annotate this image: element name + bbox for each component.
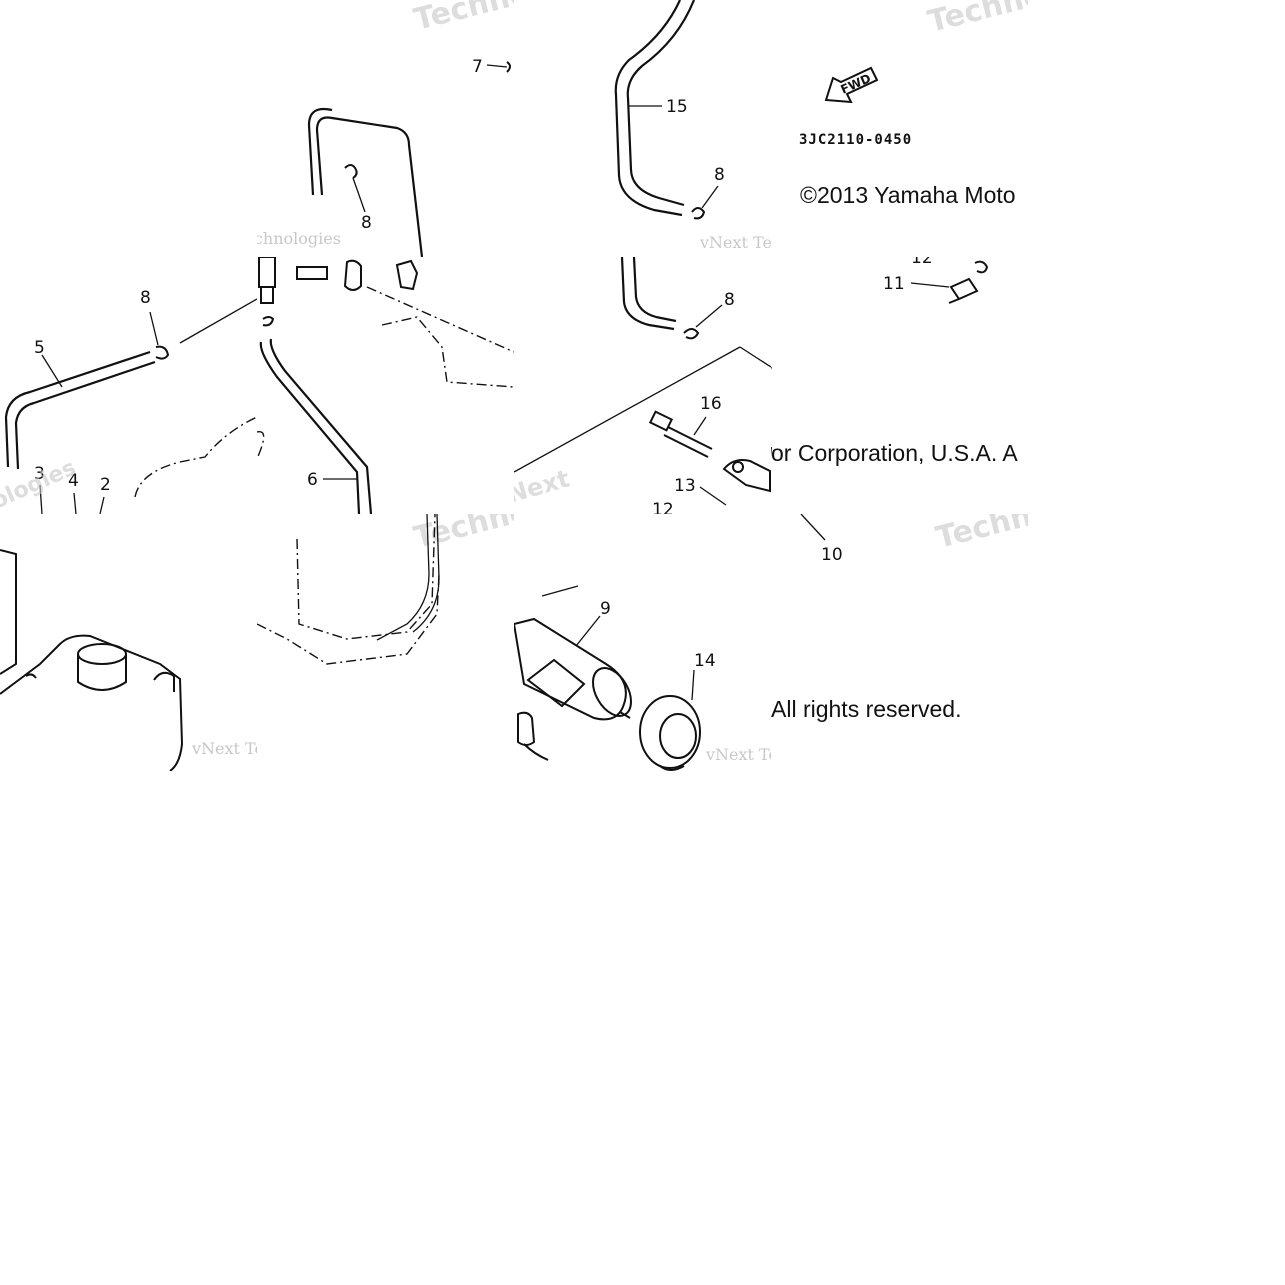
bracket-13 bbox=[722, 459, 771, 493]
watermark-text: vNext Technologies bbox=[705, 745, 771, 764]
clamp bbox=[262, 316, 275, 327]
leader-line bbox=[699, 486, 727, 506]
callout-3: 3 bbox=[34, 464, 45, 484]
diagram-tile-r3-c1: vNext Technologies bbox=[0, 514, 257, 771]
fuel-cock bbox=[258, 257, 419, 304]
leader-line bbox=[41, 354, 63, 388]
callout-11: 11 bbox=[883, 274, 905, 294]
watermark-text: Techno bbox=[924, 0, 1028, 40]
clip-8 bbox=[155, 345, 170, 360]
diagram-tile-r2-c3: 8 16 13 12 Next bbox=[514, 257, 771, 514]
callout-10: 10 bbox=[821, 545, 843, 565]
hose-15 bbox=[614, 0, 683, 217]
copyright-line-2: or Corporation, U.S.A. A bbox=[771, 440, 1018, 466]
hose-15-outer bbox=[626, 0, 696, 207]
watermark-text: Techno bbox=[932, 514, 1028, 556]
leader-line bbox=[575, 615, 601, 647]
hose-5 bbox=[4, 350, 151, 468]
watermark-text: vNext Technologies bbox=[191, 739, 257, 758]
bolt-16 bbox=[648, 410, 713, 458]
tank-panel bbox=[0, 549, 17, 675]
callout-14: 14 bbox=[694, 651, 716, 671]
bolt-11 bbox=[948, 277, 979, 304]
leader-line bbox=[701, 185, 719, 209]
watermark-text: Next bbox=[514, 464, 573, 508]
frame-outline bbox=[257, 573, 440, 665]
leader-line bbox=[179, 298, 257, 344]
copyright-line-3: All rights reserved. bbox=[771, 696, 962, 722]
fuel-tank bbox=[0, 634, 184, 771]
leader-line bbox=[800, 514, 826, 541]
callout-8: 8 bbox=[724, 290, 735, 310]
hose-upper-outer bbox=[307, 107, 333, 196]
leader-line bbox=[149, 311, 159, 346]
watermark-text: Techno bbox=[410, 0, 514, 38]
callout-15: 15 bbox=[666, 97, 688, 117]
frame-edge bbox=[739, 346, 771, 368]
callout-9: 9 bbox=[600, 599, 611, 619]
clip-8 bbox=[344, 164, 358, 179]
diagram-tile-r1-c1 bbox=[0, 0, 257, 257]
callout-12: 12 bbox=[911, 257, 933, 268]
leader-line bbox=[99, 496, 105, 514]
fwd-arrow-icon: FWD bbox=[824, 66, 879, 104]
diagram-tile-r3-c2: Techno bbox=[257, 514, 514, 771]
frame-outline bbox=[381, 316, 514, 388]
fuel-tank-outline bbox=[134, 416, 257, 498]
callout-7: 7 bbox=[472, 57, 483, 77]
watermark-text: vNext Technologies bbox=[257, 229, 341, 248]
leader-line bbox=[73, 492, 77, 514]
diagram-tile-r2-c2: 6 bbox=[257, 257, 514, 514]
clamp-7 bbox=[506, 61, 511, 73]
watermark-text: Techno bbox=[410, 514, 514, 556]
starter-motor-9 bbox=[514, 617, 632, 761]
callout-4: 4 bbox=[68, 471, 79, 491]
hose-6-outer bbox=[269, 338, 373, 514]
washer-12 bbox=[974, 260, 989, 274]
diagram-tile-r3-c3: 9 14 vNext Technologies bbox=[514, 514, 771, 771]
callout-8: 8 bbox=[140, 288, 151, 308]
leader-line bbox=[486, 64, 508, 68]
copyright-line-1: ©2013 Yamaha Moto bbox=[800, 182, 1016, 208]
diagram-tile-r1-c4: Techno FWD 3JC2110-0450 ©2013 Yamaha Mot… bbox=[771, 0, 1028, 257]
diagram-tile-r1-c2: Techno 7 8 vNext Technologies bbox=[257, 0, 514, 257]
frame-line bbox=[376, 514, 430, 641]
diagram-tile-r2-c1: 5 8 3 4 2 ologies bbox=[0, 257, 257, 514]
callout-8: 8 bbox=[361, 213, 372, 233]
callout-8: 8 bbox=[714, 165, 725, 185]
watermark-text: vNext Technologies bbox=[699, 233, 771, 252]
frame-line bbox=[366, 286, 514, 353]
clip-8 bbox=[683, 328, 700, 340]
tank-outline bbox=[257, 431, 265, 461]
diagram-tile-r1-c3: 15 8 vNext Technologies bbox=[514, 0, 771, 257]
leader-line bbox=[39, 484, 43, 514]
callout-16: 16 bbox=[700, 394, 722, 414]
frame-line bbox=[412, 514, 440, 633]
callout-5: 5 bbox=[34, 338, 45, 358]
hose-6 bbox=[259, 341, 361, 514]
hose-15-lower-outer bbox=[632, 257, 677, 323]
leader-line bbox=[693, 416, 707, 436]
part-code: 3JC2110-0450 bbox=[799, 132, 912, 148]
callout-6: 6 bbox=[307, 470, 318, 490]
hose-upper bbox=[315, 116, 424, 257]
diagram-tile-r3-c4: 10 Techno All rights reserved. bbox=[771, 514, 1028, 771]
hose-15-lower bbox=[620, 257, 675, 331]
hose-5-outer bbox=[14, 360, 156, 470]
frame-outline bbox=[296, 514, 436, 640]
leader-line bbox=[695, 304, 723, 328]
callout-13: 13 bbox=[674, 476, 696, 496]
diagram-tile-r2-c4: 11 12 or Corporation, U.S.A. A bbox=[771, 257, 1028, 514]
leader-line bbox=[352, 177, 366, 213]
leader-line bbox=[541, 585, 579, 597]
frame-edge bbox=[514, 346, 741, 473]
leader-line bbox=[691, 669, 695, 701]
cover-14 bbox=[639, 695, 701, 771]
leader-line bbox=[910, 282, 950, 288]
callout-2: 2 bbox=[100, 475, 111, 495]
clip-8 bbox=[691, 207, 706, 220]
callout-12: 12 bbox=[652, 500, 674, 514]
